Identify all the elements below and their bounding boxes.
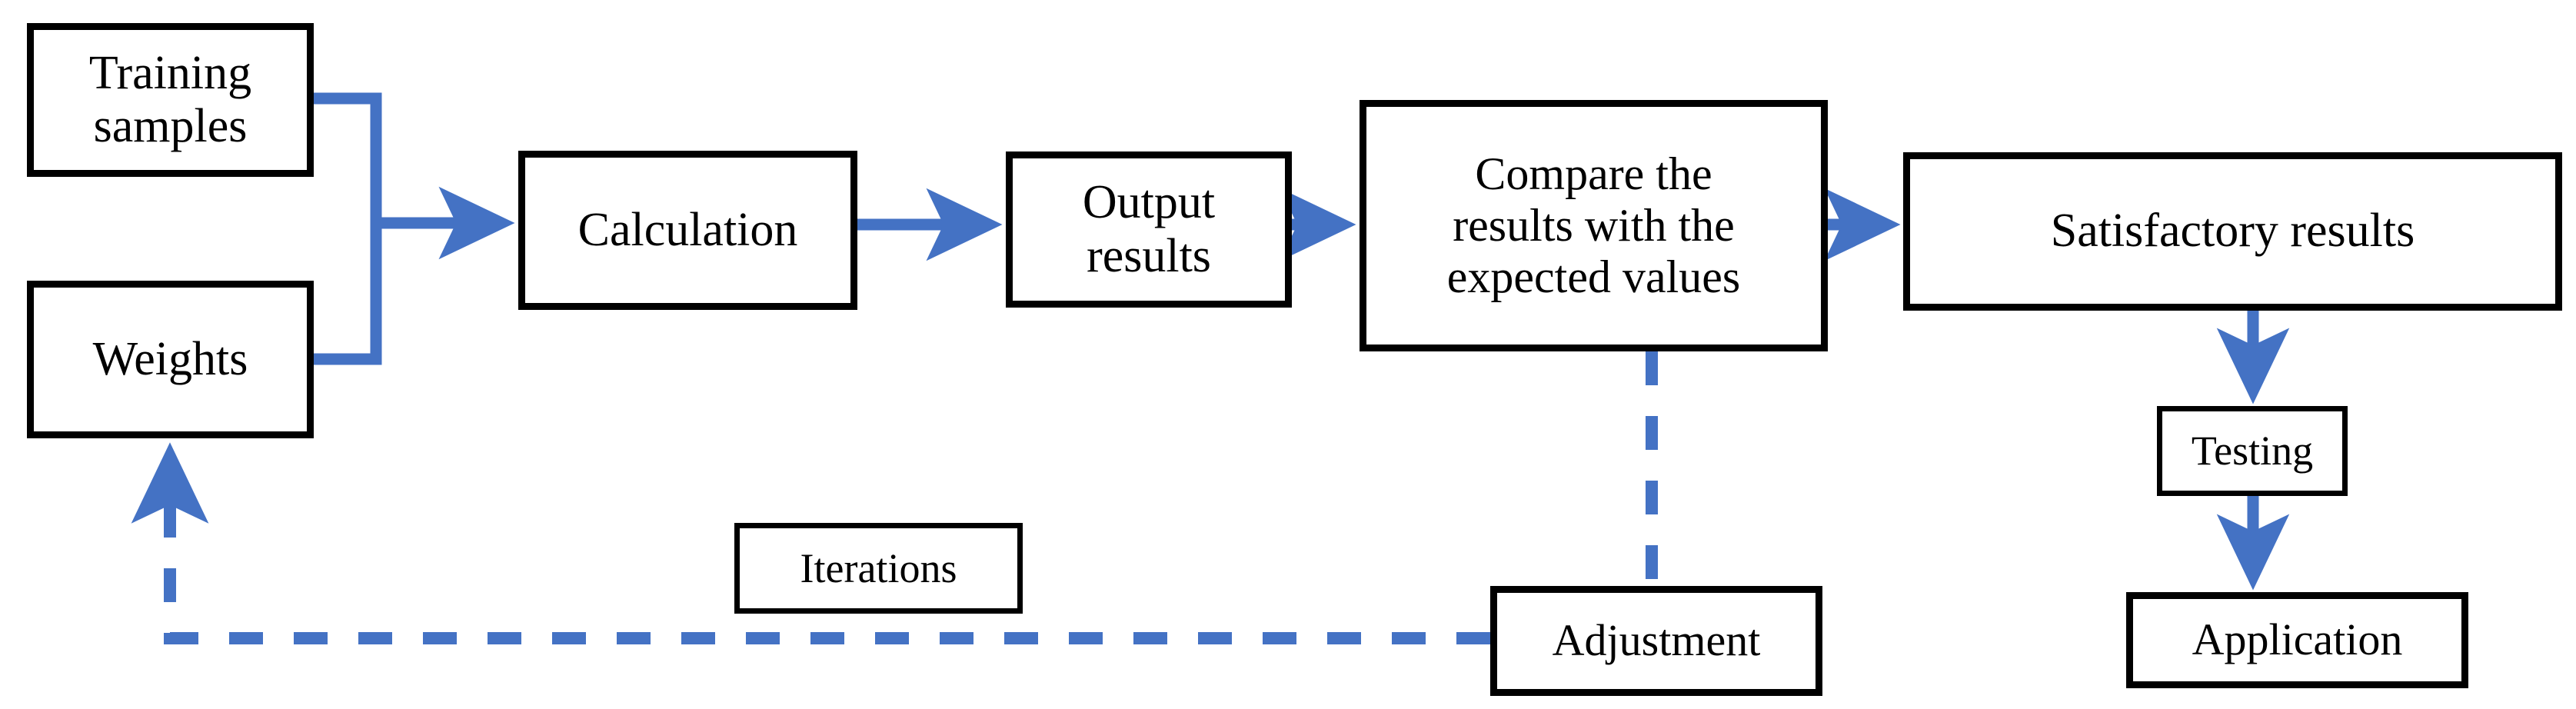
node-calculation[interactable]: Calculation (518, 151, 857, 310)
edge-weights-to-merge (314, 223, 382, 365)
node-compare-results-label: Compare the results with the expected va… (1371, 148, 1816, 304)
node-iterations-label-box[interactable]: Iterations (734, 523, 1023, 614)
node-adjustment-label: Adjustment (1552, 615, 1761, 666)
node-application-label: Application (2192, 614, 2403, 665)
edge-training-to-merge (314, 92, 382, 223)
node-application[interactable]: Application (2126, 592, 2468, 688)
node-output-results-label: Output results (1082, 176, 1216, 282)
node-output-results[interactable]: Output results (1006, 151, 1292, 308)
node-training-samples[interactable]: Training samples (27, 23, 314, 177)
node-satisfactory-results-label: Satisfactory results (2050, 205, 2415, 258)
node-iterations-label: Iterations (800, 544, 957, 591)
node-adjustment[interactable]: Adjustment (1490, 586, 1822, 696)
node-compare-results[interactable]: Compare the results with the expected va… (1360, 100, 1828, 351)
node-compare-results-line-1: Compare the (1475, 148, 1712, 199)
node-compare-results-line-2: results with the (1453, 199, 1735, 251)
node-weights[interactable]: Weights (27, 281, 314, 438)
node-testing[interactable]: Testing (2157, 406, 2348, 496)
node-calculation-label: Calculation (577, 203, 798, 256)
node-compare-results-line-3: expected values (1446, 251, 1741, 303)
node-weights-label: Weights (92, 332, 248, 385)
node-training-samples-label: Training samples (88, 46, 252, 152)
node-testing-label: Testing (2191, 428, 2314, 474)
node-satisfactory-results[interactable]: Satisfactory results (1903, 152, 2562, 311)
